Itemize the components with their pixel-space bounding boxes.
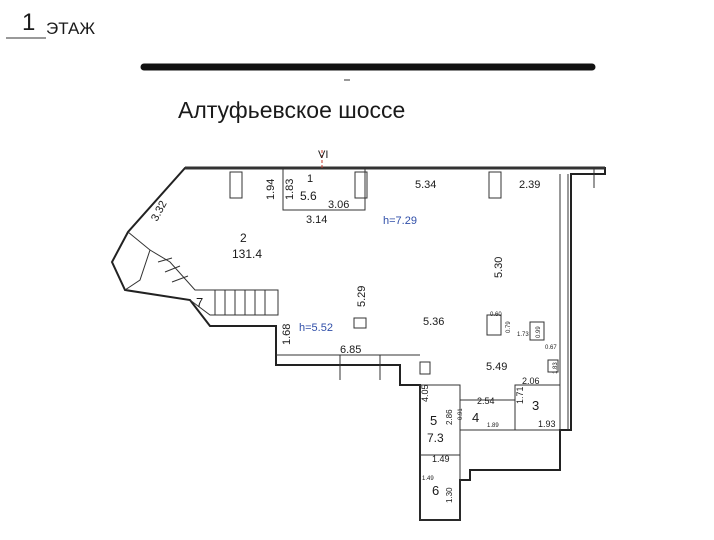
dimension-label: 1.73 (517, 332, 529, 338)
room-6-outline (419, 454, 461, 521)
vent (547, 359, 559, 373)
street-name: Алтуфьевское шоссе (178, 97, 405, 123)
dimension-label: 2.86 (445, 409, 454, 425)
column (488, 171, 502, 199)
dimension-label: 4.05 (420, 384, 430, 402)
dimension-label: 1.94 (265, 179, 277, 200)
room-5-number: 5 (430, 413, 437, 428)
dimension-label: 3.14 (306, 214, 327, 226)
room-2-number: 2 (240, 231, 247, 245)
room-3-number: 3 (532, 398, 539, 413)
room-5-area: 7.3 (427, 431, 444, 445)
dimension-label: 1.89 (487, 423, 499, 429)
dimension-label: 1.30 (445, 487, 454, 503)
dimension-label: 1.71 (515, 386, 525, 404)
height-main: h=7.29 (383, 215, 417, 227)
dimension-label: 1.49 (422, 476, 434, 482)
dimension-label: 2.06 (522, 376, 540, 386)
dimension-label: 5.36 (423, 316, 444, 328)
dimension-label: 0.99 (536, 326, 542, 338)
dimension-label: 1.49 (432, 454, 450, 464)
dimension-label: 5.30 (493, 257, 505, 278)
dimension-label: 2.54 (477, 396, 495, 406)
column (354, 171, 368, 199)
dimension-label: 5.29 (356, 286, 368, 307)
room-6-number: 6 (432, 483, 439, 498)
column (353, 317, 367, 329)
dimension-label: 1.83 (284, 179, 296, 200)
dimension-label: 0.91 (458, 408, 464, 420)
dimension-label: 1.93 (538, 419, 556, 429)
dimension-label: 0.67 (545, 345, 557, 351)
dimension-label: 0.60 (490, 312, 502, 318)
dimension-label: 6.85 (340, 344, 361, 356)
room-7-number: 7 (196, 295, 203, 310)
fixture (486, 314, 502, 336)
dimension-label: 0.79 (506, 321, 512, 333)
room-4-number: 4 (472, 410, 479, 425)
room-1-number: 1 (307, 173, 313, 185)
room-1-area: 5.6 (300, 189, 317, 203)
room-2-area: 131.4 (232, 247, 262, 261)
height-lower: h=5.52 (299, 322, 333, 334)
dimension-label: 3.32 (149, 199, 170, 224)
room-3-outline (514, 384, 561, 431)
floor-word: ЭТАЖ (46, 19, 95, 38)
section-mark: VI (318, 149, 328, 161)
column (229, 171, 243, 199)
dimension-label: 2.39 (519, 179, 540, 191)
room-1-outline (282, 167, 366, 211)
corner-wall (124, 231, 151, 291)
dimension-label: 1.83 (553, 362, 559, 374)
floor-number: 1 (22, 9, 35, 36)
dimension-label: 3.06 (328, 199, 349, 211)
vent (419, 361, 431, 375)
staircase (149, 249, 279, 316)
dimension-label: 5.34 (415, 179, 436, 191)
dimension-label: 1.68 (281, 324, 293, 345)
dimension-label: 5.49 (486, 361, 507, 373)
fixture (529, 321, 545, 341)
